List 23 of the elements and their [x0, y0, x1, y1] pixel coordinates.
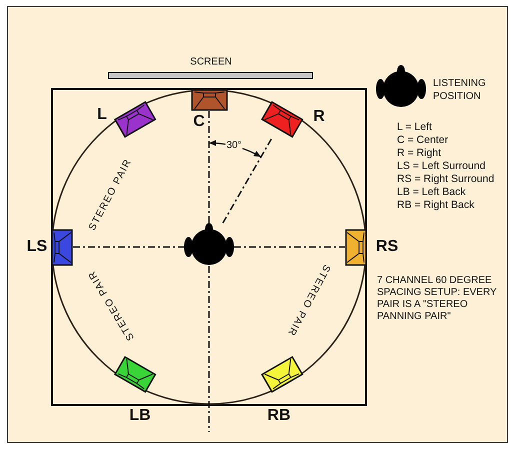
screen-label: SCREEN: [190, 56, 232, 68]
abbreviation-label: RS = Right Surround: [397, 172, 494, 186]
speaker-label: RB: [267, 407, 291, 425]
speaker-label: L: [97, 106, 107, 124]
guide-line: [234, 246, 345, 248]
speaker-label: LB: [129, 407, 151, 425]
guide-line: [222, 138, 273, 224]
angle-label: 30°: [225, 140, 243, 152]
abbreviation-label: LB = Left Back: [397, 186, 466, 198]
speaker-label: C: [193, 113, 205, 131]
abbreviation-label: R = Right: [397, 146, 442, 160]
legend-label: LISTENING POSITION: [433, 76, 487, 102]
abbreviation-label: C = Center: [397, 134, 448, 146]
guide-line: [73, 246, 184, 248]
speaker-label: R: [313, 108, 325, 126]
speaker-label: LS: [26, 238, 48, 256]
abbreviation-label: L = Left: [397, 120, 432, 134]
abbreviation-label: RB = Right Back: [397, 198, 474, 212]
guide-line: [208, 266, 210, 432]
guide-line: [208, 111, 210, 223]
speaker-label: RS: [376, 238, 398, 256]
note-text: 7 CHANNEL 60 DEGREE SPACING SETUP: EVERY PAIR IS A "STEREO PANNING PAIR": [377, 275, 498, 323]
abbreviation-label: LS = Left Surround: [397, 160, 486, 172]
